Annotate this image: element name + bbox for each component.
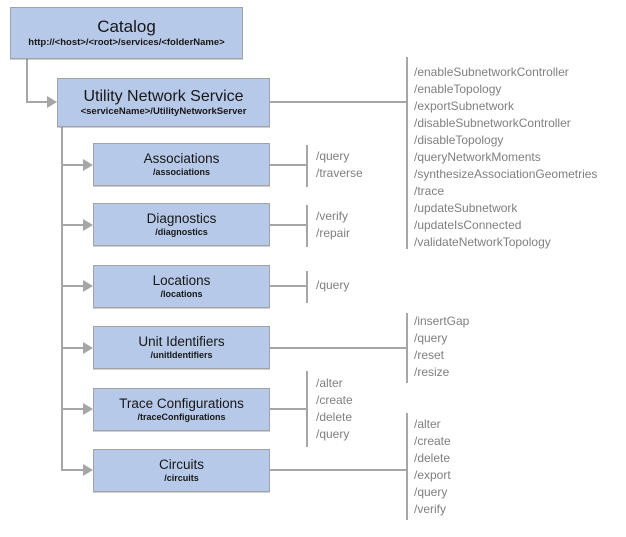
connector-line [306,145,308,187]
operation-item: /disableSubnetworkController [414,116,571,130]
node-circuits: Circuits /circuits [93,449,270,492]
operation-item: /repair [316,226,351,240]
operations-list-circuits: /alter /create /delete /export /query /v… [414,416,451,518]
node-url: <serviceName>/UtilityNetworkServer [80,105,247,117]
operation-item: /alter [316,376,343,390]
connector-line [306,205,308,247]
connector-line [270,408,307,410]
node-url: /unitIdentifiers [150,349,213,360]
operation-item: /query [414,485,448,499]
arrowhead-icon [83,159,93,171]
arrowhead-icon [83,464,93,476]
operations-list-trace-configurations: /alter /create /delete /query [316,375,353,443]
node-title: Circuits [158,456,204,472]
arrowhead-icon [83,219,93,231]
node-url: /locations [160,288,203,299]
connector-line [61,285,83,287]
connector-line [406,57,408,249]
operations-list-unit-identifiers: /insertGap /query /reset /resize [414,313,469,381]
node-diagnostics: Diagnostics /diagnostics [93,203,270,246]
arrowhead-icon [83,403,93,415]
operation-item: /exportSubnetwork [414,99,515,113]
operation-item: /verify [414,502,447,516]
connector-line [61,469,83,471]
connector-line [61,347,83,349]
connector-line [270,285,307,287]
operation-item: /query [316,278,350,292]
node-url: /circuits [164,472,199,483]
connector-line [270,224,307,226]
connector-line [61,127,63,471]
arrowhead-icon [83,280,93,292]
connector-line [406,313,408,383]
connector-line [406,413,408,520]
connector-line [61,164,83,166]
operations-list-locations: /query [316,277,349,294]
operation-item: /trace [414,184,445,198]
node-url: http://<host>/<root>/services/<folderNam… [28,36,225,48]
node-title: Diagnostics [146,210,217,226]
operation-item: /traverse [316,166,363,180]
connector-line [26,59,28,103]
operation-item: /verify [316,209,349,223]
node-title: Locations [152,272,211,288]
operation-item: /export [414,468,451,482]
arrowhead-icon [83,342,93,354]
connector-line [270,101,407,103]
connector-line [270,164,307,166]
connector-line [306,371,308,447]
node-utility-network-service: Utility Network Service <serviceName>/Ut… [57,78,270,127]
node-url: /diagnostics [155,226,208,237]
operation-item: /alter [414,417,441,431]
operation-item: /updateSubnetwork [414,201,518,215]
operation-item: /reset [414,348,445,362]
node-title: Utility Network Service [83,88,244,105]
operation-item: /create [316,393,353,407]
operation-item: /query [414,331,448,345]
arrowhead-icon [47,96,57,108]
operation-item: /enableSubnetworkController [414,65,569,79]
node-url: /traceConfigurations [137,411,226,422]
connector-line [306,271,308,303]
connector-line [61,224,83,226]
operation-item: /delete [414,451,451,465]
node-unit-identifiers: Unit Identifiers /unitIdentifiers [93,326,270,369]
operation-item: /query [316,149,350,163]
operation-item: /queryNetworkMoments [414,150,541,164]
connector-line [61,408,83,410]
operation-item: /enableTopology [414,82,502,96]
connector-line [270,469,407,471]
operation-item: /validateNetworkTopology [414,235,551,249]
connector-line [270,347,407,349]
operations-list-associations: /query /traverse [316,148,363,182]
node-title: Catalog [97,16,156,36]
operation-item: /synthesizeAssociationGeometries [414,167,598,181]
operation-item: /delete [316,410,353,424]
operation-item: /disableTopology [414,133,504,147]
node-locations: Locations /locations [93,265,270,308]
operation-item: /create [414,434,451,448]
node-trace-configurations: Trace Configurations /traceConfiguration… [93,388,270,431]
operation-item: /resize [414,365,450,379]
operations-list-utility-network-service: /enableSubnetworkController /enableTopol… [414,64,597,251]
node-associations: Associations /associations [93,143,270,186]
operation-item: /updateIsConnected [414,218,522,232]
node-title: Unit Identifiers [138,333,225,349]
node-title: Trace Configurations [119,395,244,411]
connector-line [26,101,48,103]
node-title: Associations [143,150,220,166]
operation-item: /insertGap [414,314,470,328]
operations-list-diagnostics: /verify /repair [316,208,350,242]
node-url: /associations [152,166,211,177]
operation-item: /query [316,427,350,441]
node-catalog: Catalog http://<host>/<root>/services/<f… [10,7,243,59]
